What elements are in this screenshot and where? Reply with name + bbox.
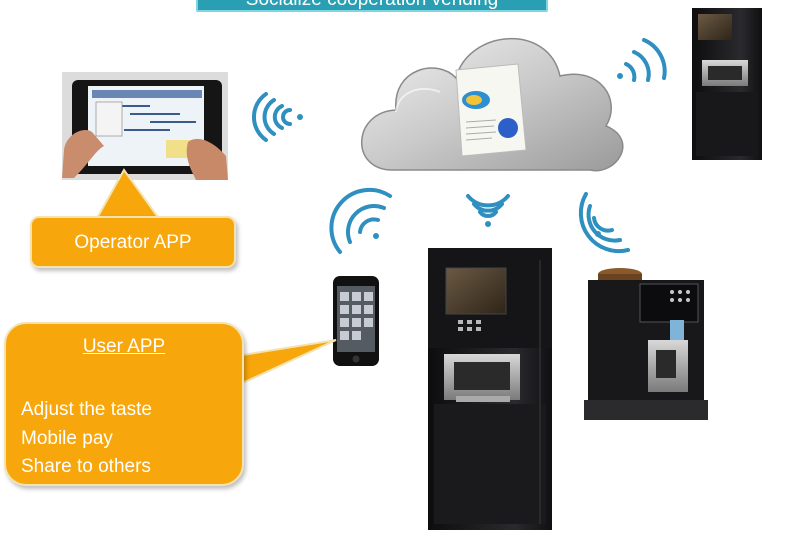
wifi-signal-icon: [252, 38, 667, 254]
user-app-feature-list: Adjust the taste Mobile pay Share to oth…: [21, 396, 152, 482]
wifi-signal-phone: [329, 187, 392, 254]
tablet-icon: [62, 72, 228, 180]
smartphone-icon: [333, 276, 379, 366]
vending-machine-small-icon: [692, 8, 762, 160]
wifi-signal-right: [617, 38, 667, 82]
user-app-callout: User APP Adjust the taste Mobile pay Sha…: [4, 322, 244, 486]
wifi-signal-center: [466, 194, 510, 227]
feature-share: Share to others: [21, 456, 151, 477]
vending-machine-icon: [428, 248, 552, 530]
title-text: Socialize cooperation vending: [246, 0, 498, 10]
operator-app-callout: Operator APP: [30, 216, 236, 268]
wifi-signal-coffee: [578, 192, 630, 254]
user-app-title: User APP: [82, 336, 166, 357]
feature-mobile-pay: Mobile pay: [21, 427, 113, 449]
wifi-signal-left: [252, 92, 303, 142]
title-banner: Socialize cooperation vending: [196, 0, 548, 12]
cloud-icon: [361, 38, 624, 172]
coffee-machine-icon: [584, 268, 708, 420]
magazine-page-icon: [455, 63, 527, 157]
operator-app-label: Operator APP: [74, 232, 192, 253]
user-callout-pointer: [235, 339, 337, 388]
feature-adjust-taste: Adjust the taste: [21, 399, 152, 420]
